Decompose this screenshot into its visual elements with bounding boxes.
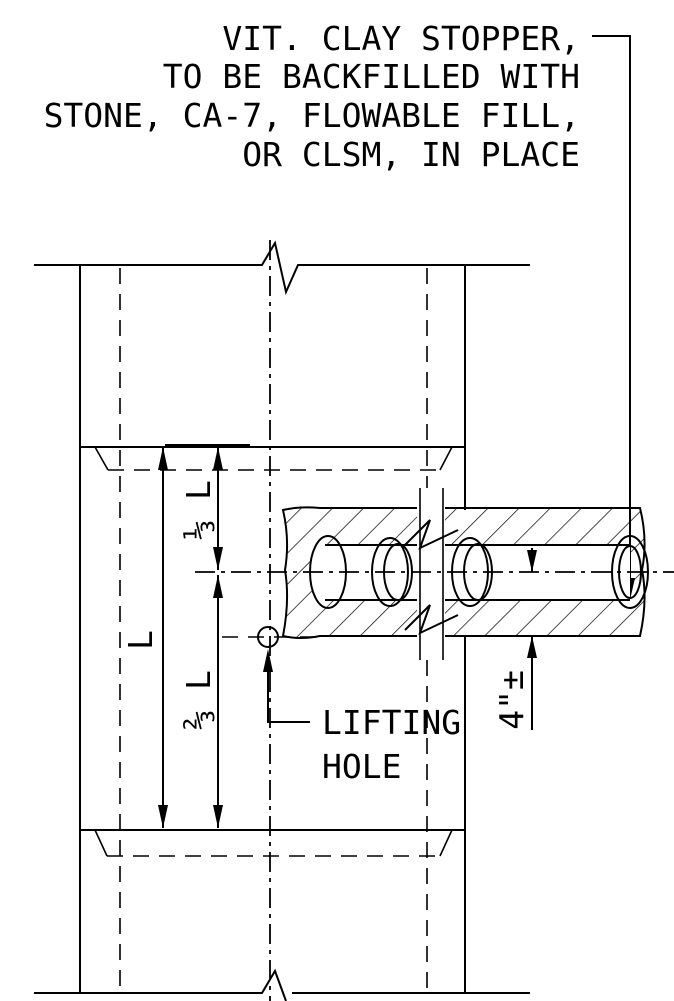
bottom-break-line [34,968,530,1001]
lifting-hole-note-line-1: LIFTING [322,703,461,742]
dimension-pipe-offset: 4"± [492,548,545,730]
upper-joint [80,446,465,471]
stopper-note-line-2: TO BE BACKFILLED WITH [163,57,580,96]
stopper-note-line-1: VIT. CLAY STOPPER, [222,19,580,58]
stopper-note-line-4: OR CLSM, IN PLACE [242,135,580,174]
lifting-hole-marker [222,626,320,723]
dimension-upper-third: ⅓ L [179,447,223,570]
top-break-line [34,240,530,296]
dimension-upper-third-label: ⅓ L [179,480,218,540]
dimension-lower-two-thirds-label: ⅔ L [179,670,218,730]
stopper-leader-line [592,35,631,588]
dimension-total-l: L [121,444,250,831]
dimension-pipe-offset-label: 4"± [492,670,531,730]
dimension-total-label: L [121,630,160,650]
stopper-note: VIT. CLAY STOPPER, TO BE BACKFILLED WITH… [44,19,580,174]
dimension-lower-two-thirds: ⅔ L [179,575,223,828]
lower-joint [80,829,465,857]
pipe-break-marks [404,488,459,660]
stopper-note-line-3: STONE, CA-7, FLOWABLE FILL, [44,96,580,135]
inner-wall-hidden-lines [119,268,428,993]
lifting-hole-note-line-2: HOLE [322,747,401,786]
lifting-hole-note: LIFTING HOLE [322,703,461,786]
manhole-walls [79,265,466,993]
